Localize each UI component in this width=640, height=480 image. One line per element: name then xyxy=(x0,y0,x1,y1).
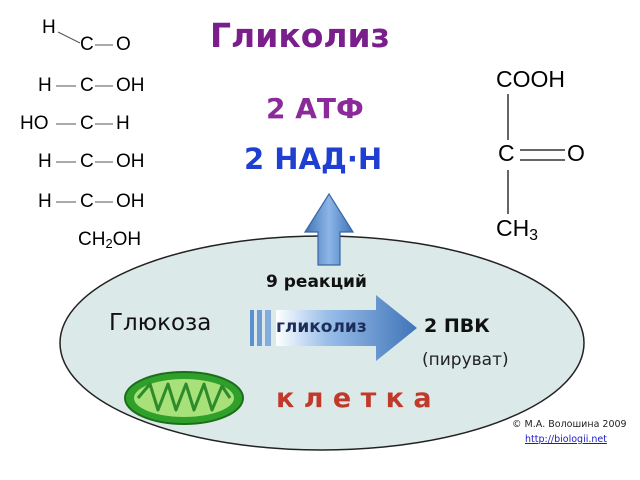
copyright: © М.А. Волошина 2009 xyxy=(512,419,627,430)
up-arrow xyxy=(303,192,355,266)
glucose-r2-right: OH xyxy=(116,75,145,96)
pyruvate-bottom: CH3 xyxy=(496,215,538,244)
product-note: (пируват) xyxy=(422,350,509,370)
glucose-label: Глюкоза xyxy=(109,310,212,336)
glucose-r1-c: C xyxy=(80,34,94,55)
glucose-r4-right: OH xyxy=(116,151,145,172)
glucose-r5-c: C xyxy=(80,191,94,212)
glucose-r3-left: HO xyxy=(20,113,49,134)
process-label: гликолиз xyxy=(276,317,367,337)
glucose-r3-right: H xyxy=(116,113,130,134)
source-link[interactable]: http://biologii.net xyxy=(525,434,607,445)
cell-label: к л е т к а xyxy=(276,383,432,414)
product-label: 2 ПВК xyxy=(424,315,490,337)
glucose-r2-left: H xyxy=(38,75,52,96)
glucose-r6-sub: 2 xyxy=(105,236,113,252)
mitochondrion-icon xyxy=(124,371,244,425)
glucose-r1-o: O xyxy=(116,34,131,55)
pyruvate-c: C xyxy=(498,140,515,166)
glucose-bonds xyxy=(56,31,113,203)
pyruvate-bonds xyxy=(507,94,565,214)
pyruvate-bottom-main: CH xyxy=(496,215,530,241)
glucose-r4-left: H xyxy=(38,151,52,172)
atp-label: 2 АТФ xyxy=(266,92,364,125)
glycolysis-arrow xyxy=(250,295,417,361)
glucose-r4-c: C xyxy=(80,151,94,172)
pyruvate-bottom-sub: 3 xyxy=(529,226,538,244)
title: Гликолиз xyxy=(210,16,390,55)
glucose-r3-c: C xyxy=(80,113,94,134)
glucose-r2-c: C xyxy=(80,75,94,96)
pyruvate-o: O xyxy=(567,140,585,166)
glucose-r0-h: H xyxy=(42,17,56,38)
reactions-label: 9 реакций xyxy=(266,272,367,292)
glucose-r6-main: CH xyxy=(78,229,106,250)
glucose-r5-right: OH xyxy=(116,191,145,212)
glucose-r6: CH2OH xyxy=(78,229,141,251)
glucose-r5-left: H xyxy=(38,191,52,212)
glucose-r6-tail: OH xyxy=(112,229,142,250)
pyruvate-top: COOH xyxy=(496,66,565,92)
nadh-label: 2 НАД·Н xyxy=(244,142,383,176)
